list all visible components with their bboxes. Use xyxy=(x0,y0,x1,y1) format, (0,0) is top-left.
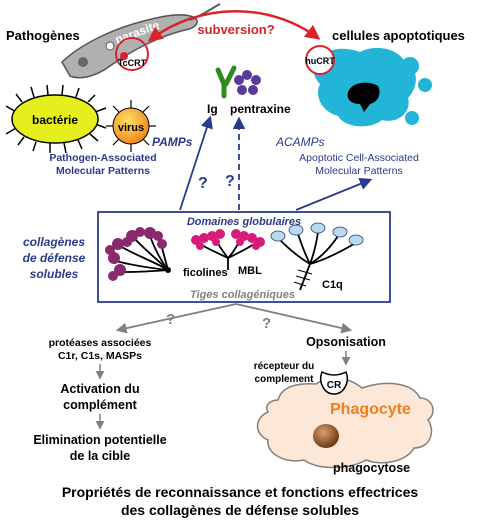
arrow-to-acamps xyxy=(295,177,373,211)
ficolines-molecule xyxy=(105,227,171,281)
question-mark-1: ? xyxy=(198,175,208,192)
arrow-to-proteases xyxy=(115,303,237,334)
virus-illustration xyxy=(106,100,156,152)
phagocyte-cell xyxy=(256,377,434,469)
pathogenes-label: Pathogènes xyxy=(6,28,80,43)
question-mark-2: ? xyxy=(225,173,235,190)
elimination-line2: de la cible xyxy=(70,449,130,463)
activation-line2: complément xyxy=(63,398,137,412)
elimination-line1: Elimination potentielle xyxy=(33,433,166,447)
virus-label: virus xyxy=(118,122,144,134)
tiges-label: Tiges collagéniques xyxy=(190,289,295,301)
pamps-label: PAMPs xyxy=(152,135,193,149)
subversion-arrow xyxy=(147,10,321,42)
mbl-label: MBL xyxy=(238,265,262,277)
proteases-line2: C1r, C1s, MASPs xyxy=(58,350,142,362)
tccrt-circle xyxy=(115,37,149,71)
phagocyte-label: Phagocyte xyxy=(330,401,411,418)
collagenes-line2: de défense xyxy=(23,251,86,265)
mbl-molecule xyxy=(191,229,265,270)
opsonisation-label: Opsonisation xyxy=(306,335,386,349)
apoptotic-cell-illustration xyxy=(313,47,432,127)
collagenes-line1: collagènes xyxy=(23,235,85,249)
domaines-globulaires-label: Domaines globulaires xyxy=(187,216,301,228)
bacterie-label: bactérie xyxy=(32,113,78,127)
phagocytose-label: phagocytose xyxy=(333,461,410,475)
tccrt-molecule xyxy=(120,52,128,60)
ig-label: Ig xyxy=(207,102,218,116)
question-mark-3: ? xyxy=(166,311,175,328)
question-mark-4: ? xyxy=(262,315,271,332)
phagocyte-nucleus xyxy=(313,424,339,448)
acamps-full-line1: Apoptotic Cell-Associated xyxy=(299,152,419,164)
arrow-to-opsonisation xyxy=(235,303,353,334)
ficolines-label: ficolines xyxy=(183,267,228,279)
ig-icon xyxy=(215,65,237,99)
pamps-full-line2: Molecular Patterns xyxy=(56,165,150,177)
activation-line1: Activation du xyxy=(60,382,139,396)
cr-receptor xyxy=(320,370,348,395)
c1q-molecule xyxy=(270,222,364,291)
hucrt-circle xyxy=(305,45,335,75)
tccrt-label: TcCRT xyxy=(118,58,147,68)
pentraxine-icon xyxy=(234,70,261,95)
cr-label: CR xyxy=(327,380,342,391)
recepteur-line2: complement xyxy=(255,374,315,385)
cellules-apoptotiques-label: cellules apoptotiques xyxy=(332,28,465,43)
acamps-full-line2: Molecular Patterns xyxy=(315,165,403,177)
bacteria-illustration xyxy=(5,84,107,154)
hucrt-label: huCRT xyxy=(305,56,335,66)
subversion-label: subversion? xyxy=(197,22,274,37)
acamps-label: ACAMPs xyxy=(275,135,325,149)
c1q-label: C1q xyxy=(322,279,343,291)
footer-line1: Propriétés de reconnaissance et fonction… xyxy=(62,484,419,500)
proteases-line1: protéases associées xyxy=(49,337,152,349)
arrow-to-ig xyxy=(179,115,213,211)
collagenes-line3: solubles xyxy=(30,267,79,281)
pentraxine-label: pentraxine xyxy=(230,102,291,116)
pamps-full-line1: Pathogen-Associated xyxy=(49,152,156,164)
recepteur-line1: récepteur du xyxy=(254,361,315,372)
footer-line2: des collagènes de défense solubles xyxy=(121,502,359,518)
